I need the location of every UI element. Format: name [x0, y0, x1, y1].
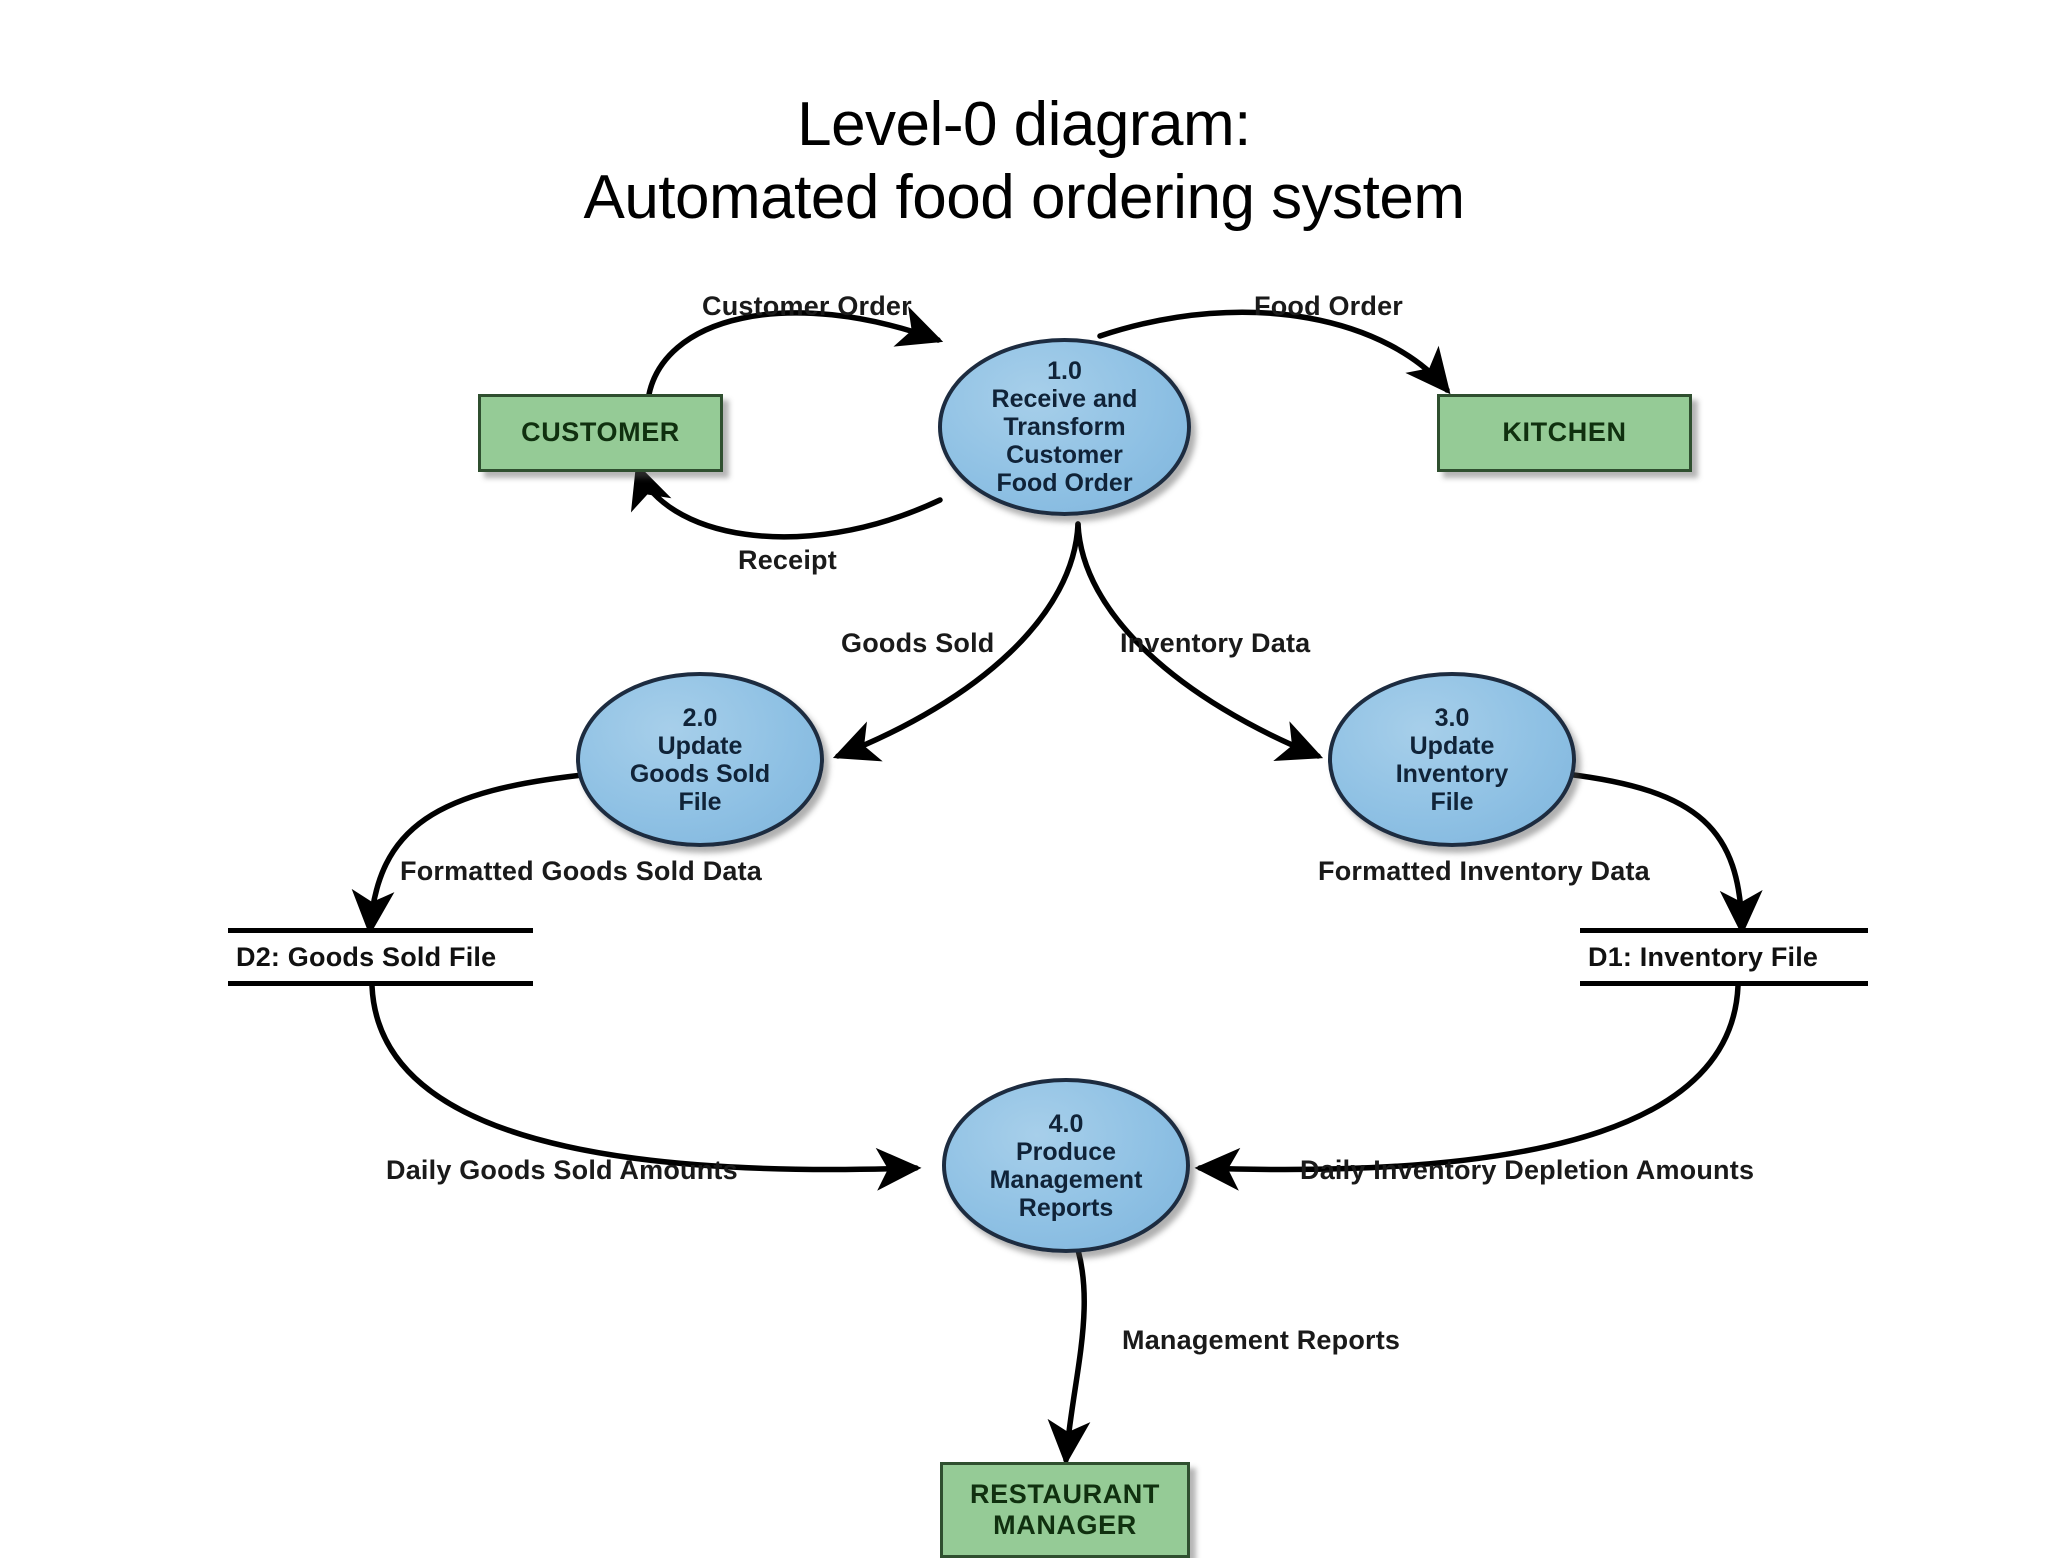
process-3-line-4: File — [1430, 787, 1474, 816]
process-4-line-2: Produce — [1015, 1137, 1117, 1166]
flow-label-daily-goods-sold-amounts: Daily Goods Sold Amounts — [386, 1155, 738, 1185]
process-3-line-1: 3.0 — [1434, 703, 1470, 732]
process-2-line-1: 2.0 — [682, 703, 718, 732]
datastore-d2-goods-sold-file[interactable]: D2: Goods Sold File — [228, 928, 533, 986]
process-1-receive-and-transform-customer-food-order[interactable]: 1.0 Receive and Transform Customer Food … — [938, 338, 1191, 516]
arrow-customer-order — [645, 306, 944, 403]
process-1-line-4: Customer — [1006, 441, 1123, 469]
process-2-line-2: Update — [657, 731, 743, 760]
flow-label-formatted-goods-sold-data: Formatted Goods Sold Data — [400, 856, 763, 886]
process-1-line-2: Receive and — [991, 385, 1138, 413]
process-4-produce-management-reports[interactable]: 4.0 Produce Management Reports — [942, 1078, 1190, 1253]
process-4-line-1: 4.0 — [1048, 1109, 1084, 1138]
flow-label-inventory-data: Inventory Data — [1120, 628, 1311, 658]
process-1-line-5: Food Order — [996, 469, 1133, 497]
datastore-d2-label: D2: Goods Sold File — [236, 941, 497, 972]
entity-kitchen-label: KITCHEN — [1502, 417, 1627, 448]
arrow-formatted-inventory-data — [1563, 771, 1763, 936]
entity-kitchen[interactable]: KITCHEN — [1437, 394, 1692, 472]
entity-restaurant-manager-label-line1: RESTAURANT — [970, 1478, 1160, 1509]
title-line-2: Automated food ordering system — [583, 163, 1465, 233]
arrow-daily-inventory-depletion-amounts — [1194, 983, 1741, 1191]
process-2-update-goods-sold-file[interactable]: 2.0 Update Goods Sold File — [576, 672, 824, 847]
title-line-1: Level-0 diagram: — [797, 90, 1251, 159]
flow-label-customer-order: Customer Order — [702, 291, 912, 321]
flow-label-formatted-inventory-data: Formatted Inventory Data — [1318, 856, 1650, 886]
entity-restaurant-manager[interactable]: RESTAURANT MANAGER — [940, 1462, 1190, 1558]
entity-customer[interactable]: CUSTOMER — [478, 394, 723, 472]
process-1-line-3: Transform — [1003, 413, 1126, 441]
process-4-line-4: Reports — [1018, 1193, 1114, 1222]
arrow-receipt — [631, 462, 943, 540]
flow-label-goods-sold: Goods Sold — [841, 628, 995, 658]
process-3-line-2: Update — [1409, 731, 1495, 760]
flow-label-food-order: Food Order — [1254, 291, 1403, 321]
process-2-line-4: File — [678, 787, 722, 816]
flow-label-receipt: Receipt — [738, 545, 837, 575]
page-title: Level-0 diagram: Automated food ordering… — [0, 88, 2048, 234]
arrow-daily-goods-sold-amounts — [369, 983, 922, 1191]
process-4-line-3: Management — [989, 1165, 1143, 1194]
flow-label-management-reports: Management Reports — [1122, 1325, 1401, 1355]
datastore-d1-label: D1: Inventory File — [1588, 941, 1819, 972]
process-2-line-3: Goods Sold — [629, 759, 771, 788]
datastore-d1-inventory-file[interactable]: D1: Inventory File — [1580, 928, 1868, 986]
process-3-update-inventory-file[interactable]: 3.0 Update Inventory File — [1328, 672, 1576, 847]
process-1-line-1: 1.0 — [1047, 357, 1082, 385]
entity-customer-label: CUSTOMER — [521, 417, 680, 448]
arrow-formatted-goods-sold-data — [351, 771, 595, 936]
process-3-line-3: Inventory — [1395, 759, 1509, 788]
entity-restaurant-manager-label-line2: MANAGER — [993, 1510, 1137, 1540]
flow-label-daily-inventory-depletion-amounts: Daily Inventory Depletion Amounts — [1300, 1155, 1755, 1185]
arrow-management-reports — [1047, 1229, 1091, 1466]
